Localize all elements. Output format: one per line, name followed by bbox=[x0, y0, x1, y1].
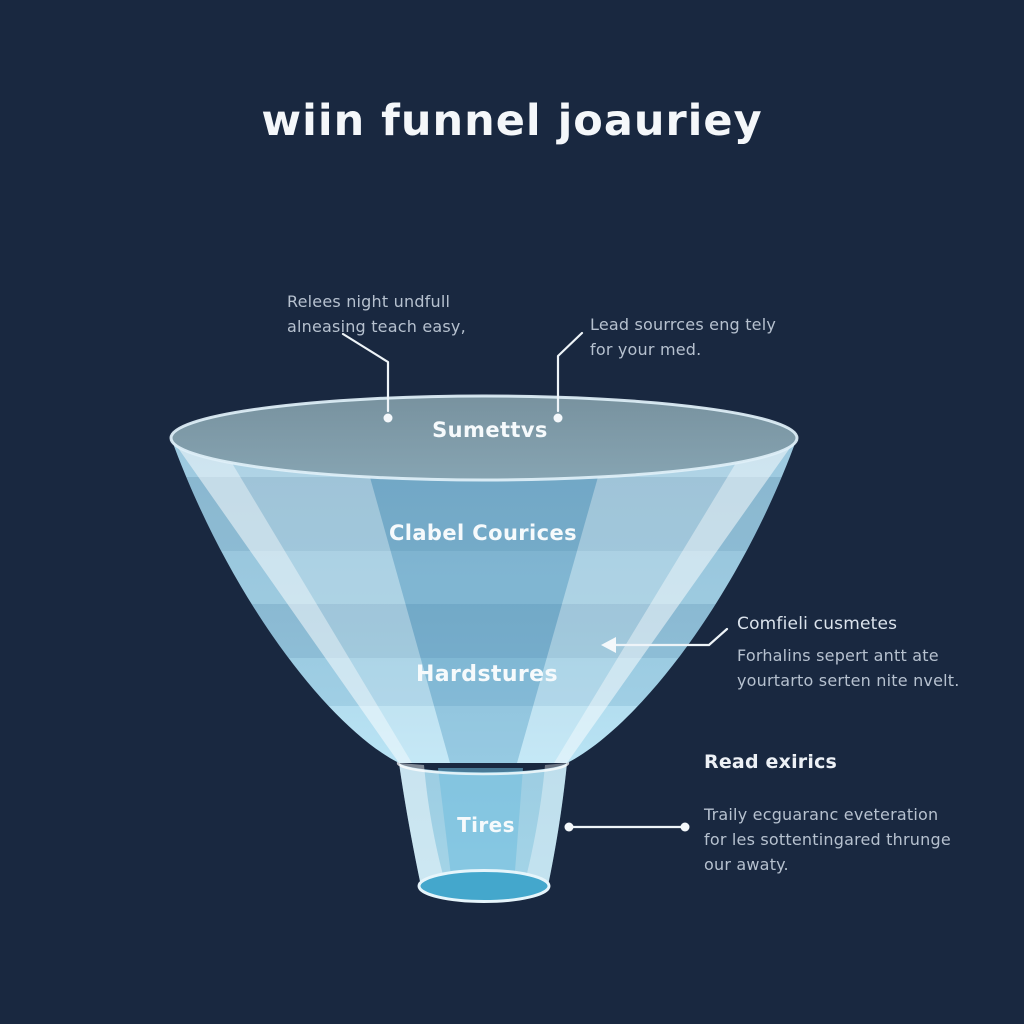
leader-dot-icon bbox=[680, 822, 690, 832]
leader-dot-icon bbox=[564, 822, 574, 832]
page-title: wiin funnel joauriey bbox=[261, 96, 763, 146]
arrow-left-icon bbox=[601, 637, 616, 653]
annotation-line: yourtarto serten nite nvelt. bbox=[737, 671, 960, 691]
annotation-line: for your med. bbox=[590, 339, 702, 359]
stage-label-third: Hardstures bbox=[416, 662, 558, 687]
funnel-spout-opening bbox=[417, 869, 551, 903]
annotation-line: alneasing teach easy, bbox=[287, 316, 466, 336]
annotation-line: Lead sourrces eng tely bbox=[590, 315, 777, 334]
funnel-stem bbox=[396, 750, 570, 900]
annotation-line: for les sottentingared thrunge bbox=[704, 829, 951, 849]
stage-label-bottom: Tires bbox=[457, 813, 515, 837]
annotation-top-right: Lead sourrces eng tely for your med. bbox=[590, 313, 776, 363]
funnel-facet bbox=[359, 438, 609, 763]
funnel-facet bbox=[171, 438, 412, 763]
annotation-bottom-right: Traily ecguaranc eveteration for les sot… bbox=[704, 803, 951, 877]
leader-line-top-left bbox=[341, 332, 390, 413]
funnel-top-surface bbox=[169, 394, 799, 482]
stage-label-second: Clabel Courices bbox=[389, 521, 577, 545]
annotation-line: Traily ecguaranc eveteration bbox=[704, 805, 939, 824]
funnel-facet bbox=[517, 438, 751, 763]
annotation-mid-right: Comfieli cusmetes Forhalins sepert antt … bbox=[737, 611, 960, 694]
leader-dot-icon bbox=[553, 413, 563, 423]
annotation-line: our awaty. bbox=[704, 854, 789, 874]
stage-label-top: Sumettvs bbox=[432, 418, 548, 442]
annotation-read-metrics: Read exirics bbox=[704, 751, 838, 773]
annotation-top-left: Relees night undfull alneasing teach eas… bbox=[287, 290, 466, 340]
funnel-facet bbox=[554, 438, 797, 763]
leader-dot-icon bbox=[383, 413, 393, 423]
leader-line-top-right bbox=[556, 331, 584, 413]
annotation-line: Forhalins sepert antt ate bbox=[737, 646, 939, 666]
leader-line-mid-right bbox=[612, 627, 729, 647]
annotation-heading: Comfieli cusmetes bbox=[737, 614, 898, 634]
annotation-line: Relees night undfull bbox=[287, 292, 451, 311]
funnel-facet bbox=[217, 438, 450, 763]
funnel-cone bbox=[171, 438, 797, 763]
leader-lines bbox=[341, 331, 729, 832]
